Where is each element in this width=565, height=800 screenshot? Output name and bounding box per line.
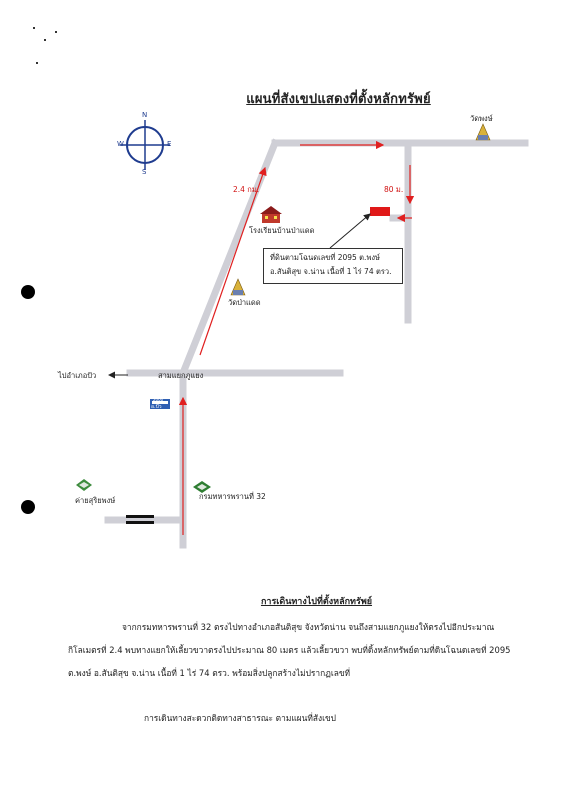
distance-m-label: 80 ม. [384, 185, 404, 194]
punch-hole [21, 500, 35, 514]
road-network [104, 138, 529, 549]
callout-line-1: ที่ดินตามโฉนดเลขที่ 2095 ต.พงษ์ [270, 253, 380, 262]
camp-icon [76, 479, 92, 491]
scan-speck [44, 39, 46, 41]
wat-phong-label: วัดพงษ์ [470, 114, 493, 123]
compass-north-label: N [142, 111, 148, 119]
property-plot-marker [370, 207, 390, 216]
route-paragraph: จากกรมทหารพรานที่ 32 ตรงไปทางอำเภอสันติส… [68, 622, 511, 678]
road-sign-icon [150, 399, 170, 409]
school-icon [260, 206, 282, 223]
route-description: จากกรมทหารพรานที่ 32 ตรงไปทางอำเภอสันติส… [68, 616, 523, 685]
sketch-map [76, 120, 529, 549]
intersection-label: สามแยกภูแยง [158, 371, 204, 380]
route-arrow-northeast [199, 166, 267, 356]
punch-hole [21, 285, 35, 299]
distance-km-label: 2.4 กม. [233, 185, 260, 194]
access-note: การเดินทางสะดวกติดทางสาธารณะ ตามแผนที่สั… [144, 713, 336, 723]
scan-speck [55, 31, 57, 33]
compass-icon [120, 120, 170, 170]
route-heading: การเดินทางไปที่ตั้งหลักทรัพย์ [260, 597, 373, 607]
sign-bottom-label: อ.ปัว [151, 404, 162, 410]
camp-label: ค่ายสุริยพงษ์ [75, 496, 116, 505]
page-title: แผนที่สังเขปแสดงที่ตั้งหลักทรัพย์ [246, 92, 431, 107]
battalion-icon [193, 481, 211, 493]
temple-icon [230, 278, 246, 296]
road-barrier-icon [126, 515, 154, 524]
sign-top-label: 2000 [153, 397, 164, 402]
callout-pointer [329, 213, 371, 249]
scan-speck [33, 27, 35, 29]
school-label: โรงเรียนบ้านป่าแดด [249, 226, 315, 235]
compass-west-label: W [117, 140, 124, 148]
road-northeast [178, 138, 280, 378]
temple-icon [475, 123, 491, 141]
route-arrows [178, 140, 415, 535]
property-callout: ที่ดินตามโฉนดเลขที่ 2095 ต.พงษ์ อ.สันติส… [263, 248, 403, 284]
battalion-label: กรมทหารพรานที่ 32 [199, 492, 266, 501]
compass-south-label: S [142, 168, 147, 176]
compass-east-label: E [167, 140, 172, 148]
wat-pa-daet-label: วัดป่าแดด [228, 298, 261, 307]
to-pua-label: ไปอำเภอปัว [58, 371, 97, 380]
callout-line-2: อ.สันติสุข จ.น่าน เนื้อที่ 1 ไร่ 74 ตรว. [270, 267, 392, 276]
scan-speck [36, 62, 38, 64]
